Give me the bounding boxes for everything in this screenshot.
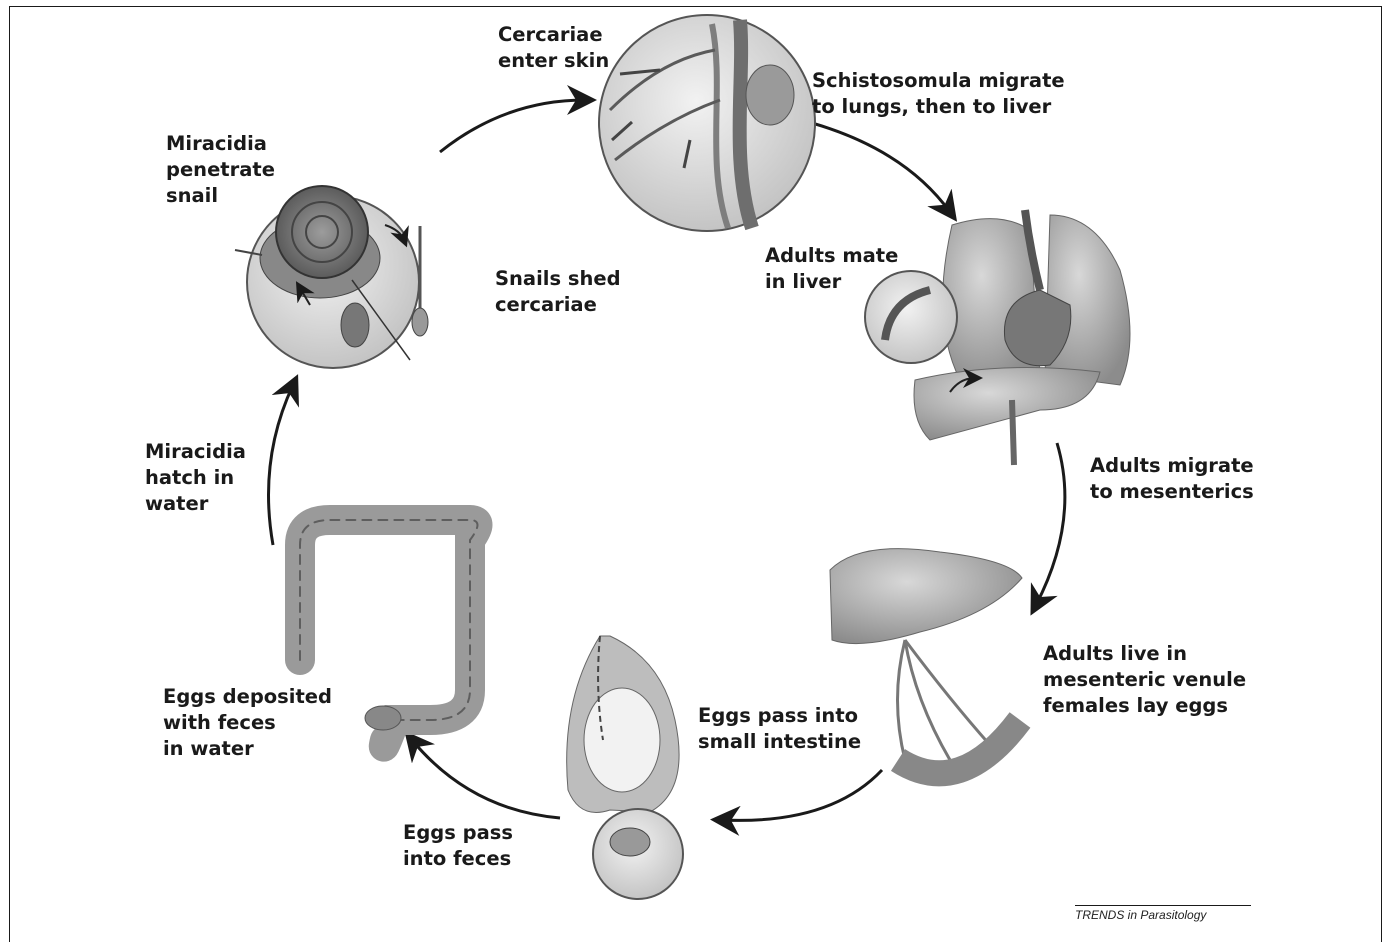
arrow-liver-to-mesenterics — [1036, 443, 1065, 605]
arrow-mesenterics-to-intestine — [722, 770, 882, 820]
label-adults-mate: Adults mate in liver — [765, 243, 898, 295]
label-snails-shed: Snails shed cercariae — [495, 266, 621, 318]
source-credit: TRENDS in Parasitology — [1075, 905, 1251, 922]
label-eggs-pass-small-intestine: Eggs pass into small intestine — [698, 703, 861, 755]
arrow-skin-to-lungs — [812, 123, 950, 212]
arrow-intestine-to-colon — [412, 740, 560, 818]
skin-lens-illustration — [599, 15, 815, 231]
small-intestine-illustration — [567, 636, 683, 899]
snail-lens-illustration — [235, 186, 428, 368]
lungs-liver-illustration — [865, 210, 1130, 465]
arrow-snail-to-skin — [440, 100, 585, 152]
label-miracidia-penetrate: Miracidia penetrate snail — [166, 131, 275, 209]
label-schistosomula-migrate: Schistosomula migrate to lungs, then to … — [812, 68, 1065, 120]
label-cercariae-enter-skin: Cercariae enter skin — [498, 22, 609, 74]
label-miracidia-hatch: Miracidia hatch in water — [145, 439, 246, 517]
arrow-colon-to-snail — [269, 385, 294, 545]
label-eggs-deposited: Eggs deposited with feces in water — [163, 684, 332, 762]
label-eggs-pass-into-feces: Eggs pass into feces — [403, 820, 513, 872]
label-adults-migrate: Adults migrate to mesenterics — [1090, 453, 1254, 505]
label-adults-live: Adults live in mesenteric venule females… — [1043, 641, 1246, 719]
